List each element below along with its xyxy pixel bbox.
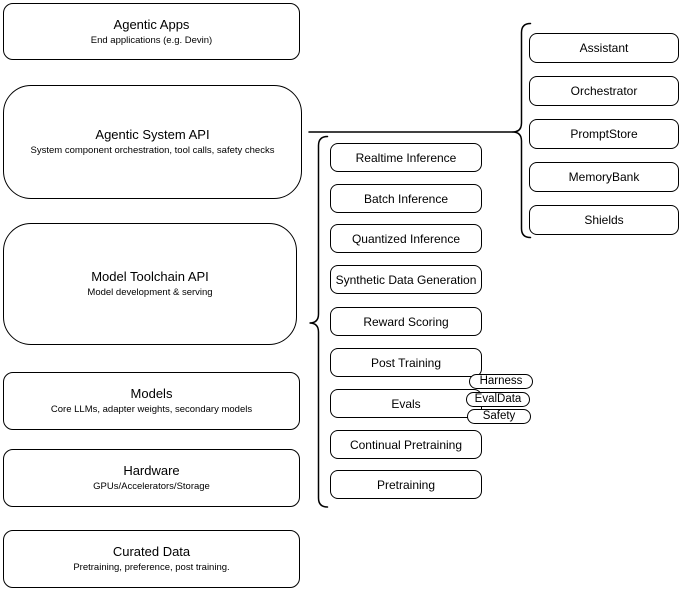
layer-subtitle: End applications (e.g. Devin) xyxy=(90,34,213,46)
layer-subtitle: Pretraining, preference, post training. xyxy=(73,562,230,573)
toolchain-item-batch-inference: Batch Inference xyxy=(330,184,482,213)
components-brace xyxy=(512,22,532,239)
toolchain-brace xyxy=(309,135,329,508)
layer-box-hardware: Hardware GPUs/Accelerators/Storage xyxy=(3,449,300,507)
component-promptstore: PromptStore xyxy=(529,119,679,149)
toolchain-item-quantized-inference: Quantized Inference xyxy=(330,224,482,253)
component-memorybank: MemoryBank xyxy=(529,162,679,192)
toolchain-item-evals: Evals xyxy=(330,389,482,418)
layer-box-models: Models Core LLMs, adapter weights, secon… xyxy=(3,372,300,430)
component-assistant: Assistant xyxy=(529,33,679,63)
toolchain-item-pretraining: Pretraining xyxy=(330,470,482,499)
toolchain-item-continual-pretraining: Continual Pretraining xyxy=(330,430,482,459)
layer-subtitle: System component orchestration, tool cal… xyxy=(30,145,275,156)
layer-box-curated-data: Curated Data Pretraining, preference, po… xyxy=(3,530,300,588)
layer-box-agentic-system-api: Agentic System API System component orch… xyxy=(3,85,302,199)
layer-subtitle: Core LLMs, adapter weights, secondary mo… xyxy=(50,404,253,415)
eval-tag-harness: Harness xyxy=(469,374,533,389)
toolchain-item-reward-scoring: Reward Scoring xyxy=(330,307,482,336)
eval-tag-evaldata: EvalData xyxy=(466,392,530,407)
layer-title: Models xyxy=(130,386,173,401)
layer-title: Agentic Apps xyxy=(113,16,190,32)
layer-subtitle: Model development & serving xyxy=(87,287,213,298)
layer-box-agentic-apps: Agentic Apps End applications (e.g. Devi… xyxy=(3,3,300,60)
toolchain-item-post-training: Post Training xyxy=(330,348,482,377)
layer-title: Model Toolchain API xyxy=(91,269,209,284)
layer-subtitle: GPUs/Accelerators/Storage xyxy=(93,481,210,492)
layer-title: Hardware xyxy=(123,463,180,478)
component-shields: Shields xyxy=(529,205,679,235)
layer-box-model-toolchain-api: Model Toolchain API Model development & … xyxy=(3,223,297,345)
layer-title: Agentic System API xyxy=(95,127,210,142)
layer-title: Curated Data xyxy=(112,544,191,559)
toolchain-item-realtime-inference: Realtime Inference xyxy=(330,143,482,172)
eval-tag-safety: Safety xyxy=(467,409,531,424)
component-orchestrator: Orchestrator xyxy=(529,76,679,106)
toolchain-item-synthetic-data-generation: Synthetic Data Generation xyxy=(330,265,482,294)
